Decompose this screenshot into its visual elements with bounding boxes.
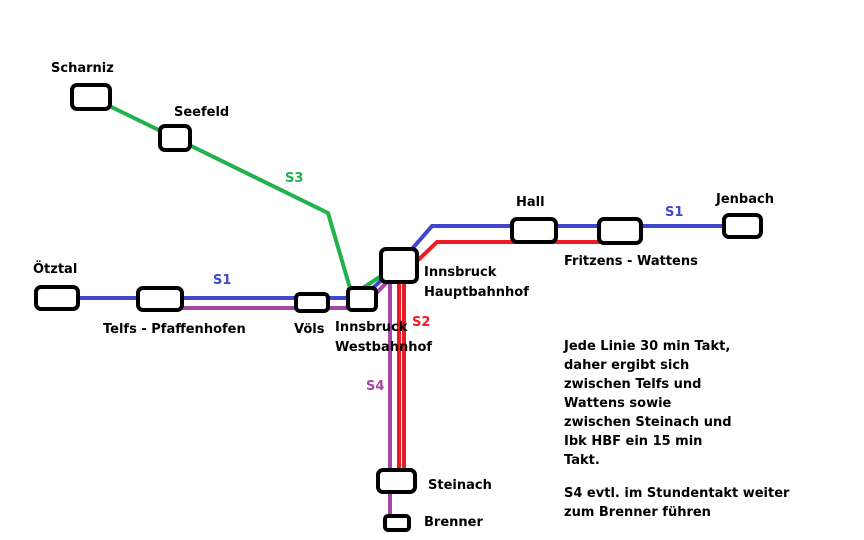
line-label-s4: S4 (366, 379, 384, 394)
line-s2 (410, 240, 620, 268)
timetable-note: Jede Linie 30 min Takt, daher ergibt sic… (564, 337, 794, 522)
station-steinach[interactable] (376, 468, 417, 494)
line-label-s3: S3 (285, 171, 303, 186)
line-label-s1-east: S1 (665, 205, 683, 220)
label-scharniz: Scharniz (51, 61, 114, 76)
station-hauptbahnhof[interactable] (379, 247, 419, 284)
station-scharniz[interactable] (70, 83, 112, 111)
label-westbahnhof-1: Innsbruck (335, 320, 408, 335)
label-hbf-1: Innsbruck (424, 265, 497, 280)
station-hall[interactable] (510, 217, 558, 244)
station-telfs[interactable] (136, 286, 184, 312)
label-oetztal: Ötztal (33, 261, 77, 277)
label-brenner: Brenner (424, 515, 483, 530)
label-telfs: Telfs - Pfaffenhofen (103, 322, 246, 337)
line-label-s1-west: S1 (213, 273, 231, 288)
station-brenner[interactable] (383, 514, 411, 532)
station-oetztal[interactable] (34, 285, 80, 311)
line-label-s2: S2 (412, 315, 430, 330)
note-s4: S4 evtl. im Stundentakt weiter zum Brenn… (564, 486, 790, 520)
station-voels[interactable] (294, 292, 330, 313)
label-fritzens: Fritzens - Wattens (564, 254, 698, 269)
label-seefeld: Seefeld (174, 105, 229, 120)
station-seefeld[interactable] (158, 124, 192, 152)
station-fritzens[interactable] (597, 217, 643, 245)
label-steinach: Steinach (428, 478, 492, 493)
station-westbahnhof[interactable] (346, 286, 378, 312)
label-hbf-2: Hauptbahnhof (424, 285, 529, 300)
station-jenbach[interactable] (722, 213, 763, 239)
label-voels: Völs (294, 322, 325, 337)
note-takt: Jede Linie 30 min Takt, daher ergibt sic… (564, 339, 732, 468)
label-westbahnhof-2: Westbahnhof (335, 340, 432, 355)
label-jenbach: Jenbach (715, 192, 774, 207)
label-hall: Hall (516, 195, 545, 210)
line-s3 (90, 95, 400, 299)
